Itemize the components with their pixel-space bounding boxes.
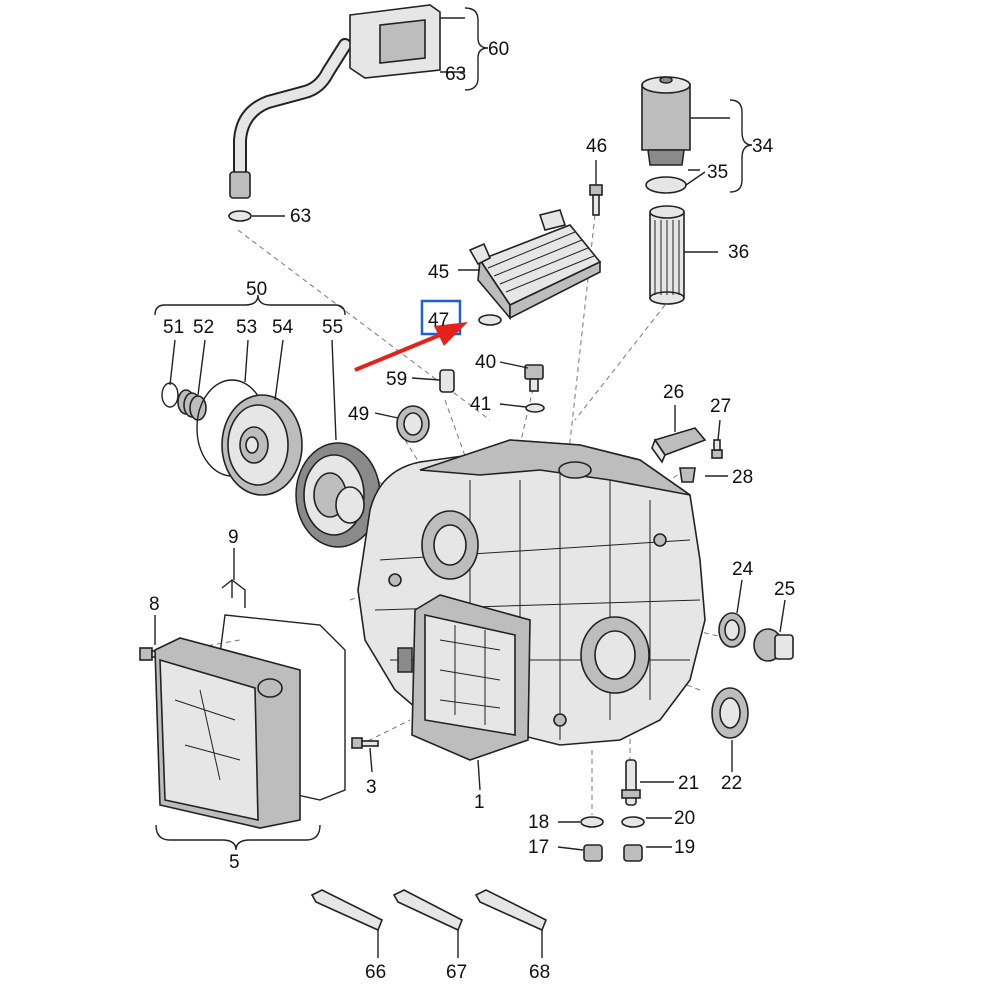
label-63-top: 63 [445,64,466,85]
seal-24 [718,612,746,648]
label-50: 50 [246,279,267,300]
label-3: 3 [366,777,377,798]
red-arrow [354,322,468,372]
label-36: 36 [728,242,749,263]
label-26: 26 [663,382,684,403]
bolt-3 [351,737,379,749]
label-41: 41 [470,394,491,415]
label-28: 28 [732,467,753,488]
sensor-bracket [651,427,723,483]
label-5: 5 [229,852,240,873]
label-8: 8 [149,594,160,615]
drain-plugs [583,844,643,862]
clip-9 [221,579,246,608]
label-66: 66 [365,962,386,983]
label-47: 47 [428,310,449,331]
bolt-46 [589,184,603,216]
transmission-housing [357,439,706,761]
label-49: 49 [348,404,369,425]
label-59: 59 [386,369,407,390]
label-24: 24 [732,559,754,580]
label-46: 46 [586,136,607,157]
label-60: 60 [488,39,509,60]
label-54: 54 [272,317,294,338]
label-25: 25 [774,579,795,600]
clutch-assembly [161,379,381,548]
label-17: 17 [528,837,549,858]
label-9: 9 [228,527,239,548]
seal-22 [711,687,749,739]
shaft-21 [621,759,641,806]
oil-filter-housing [641,76,691,305]
label-52: 52 [193,317,214,338]
banjo-bolt [524,364,545,413]
label-34: 34 [752,136,774,157]
label-55: 55 [322,317,343,338]
label-40: 40 [475,352,496,373]
label-63: 63 [290,206,311,227]
label-1: 1 [474,792,485,813]
oil-pipe-assembly [228,4,441,222]
oil-pan-assembly [154,614,346,829]
label-19: 19 [674,837,695,858]
label-67: 67 [446,962,467,983]
label-27: 27 [710,396,731,417]
leader-lines [154,7,786,958]
label-68: 68 [529,962,550,983]
plug-25 [753,628,794,662]
label-20: 20 [674,808,695,829]
sealant-tubes [310,889,548,932]
label-35: 35 [707,162,728,183]
label-45: 45 [428,262,449,283]
label-51: 51 [163,317,184,338]
washers [580,816,645,828]
label-18: 18 [528,812,549,833]
seal-49 [396,405,430,443]
label-53: 53 [236,317,257,338]
label-21: 21 [678,773,699,794]
label-22: 22 [721,773,742,794]
oil-cooler [468,209,602,326]
sleeve-59 [439,369,455,393]
part-labels: 60 63 63 34 35 36 46 45 47 40 59 41 49 5… [149,39,795,983]
